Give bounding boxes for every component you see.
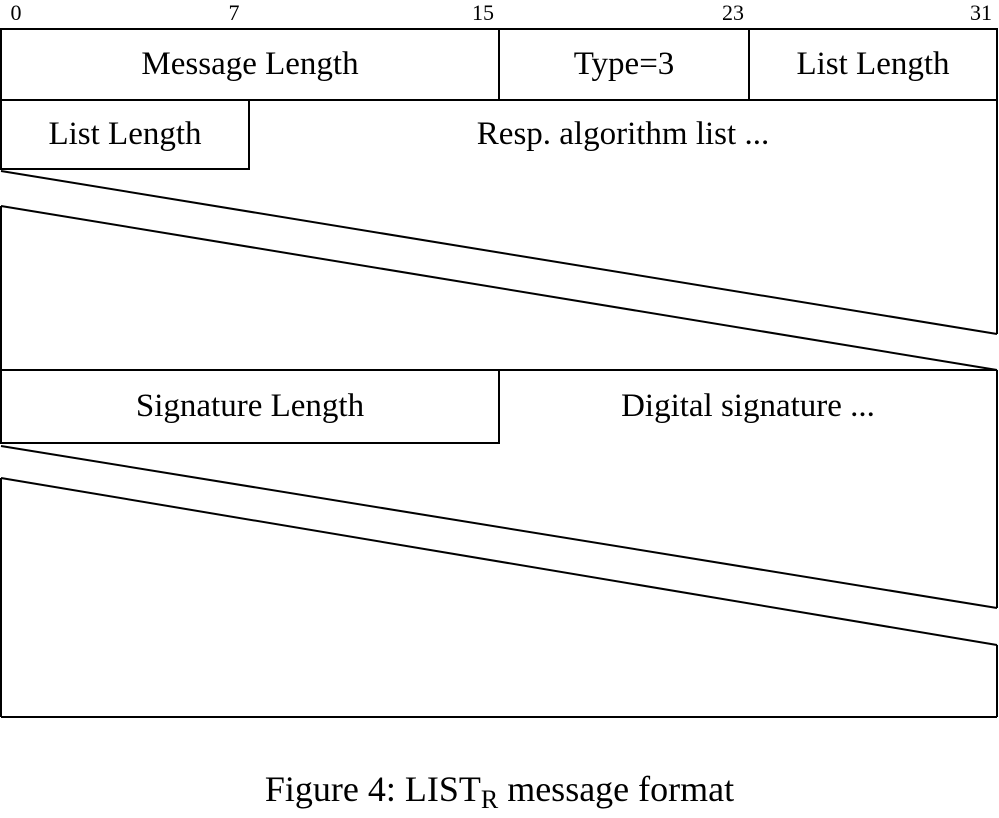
bit-tick-7: 7 xyxy=(228,0,240,25)
tear1-upper-diagonal xyxy=(0,170,998,335)
field-digital-signature: Digital signature ... xyxy=(621,388,875,424)
field-message-length: Message Length xyxy=(141,46,359,82)
row2-list-length-box xyxy=(0,99,250,170)
bit-tick-15: 15 xyxy=(472,0,494,25)
field-list-length-row2: List Length xyxy=(48,116,202,152)
caption-suffix: message format xyxy=(498,769,735,809)
caption-subscript: R xyxy=(480,785,499,814)
signature-length-box xyxy=(0,369,500,444)
bit-tick-31: 31 xyxy=(970,0,992,25)
field-resp-algorithm-list: Resp. algorithm list ... xyxy=(476,116,770,152)
field-list-length-row1: List Length xyxy=(796,46,950,82)
caption-prefix: Figure 4: LIST xyxy=(264,769,481,809)
bit-tick-0: 0 xyxy=(10,0,22,25)
field-signature-length: Signature Length xyxy=(135,388,365,424)
figure-caption: Figure 4: LISTR message format xyxy=(0,768,999,814)
tear1-lower-diagonal xyxy=(0,205,998,371)
bit-tick-23: 23 xyxy=(722,0,744,25)
field-type: Type=3 xyxy=(573,46,675,82)
tear2-lower-diagonal xyxy=(0,477,998,646)
tear2-upper-diagonal xyxy=(0,445,998,609)
